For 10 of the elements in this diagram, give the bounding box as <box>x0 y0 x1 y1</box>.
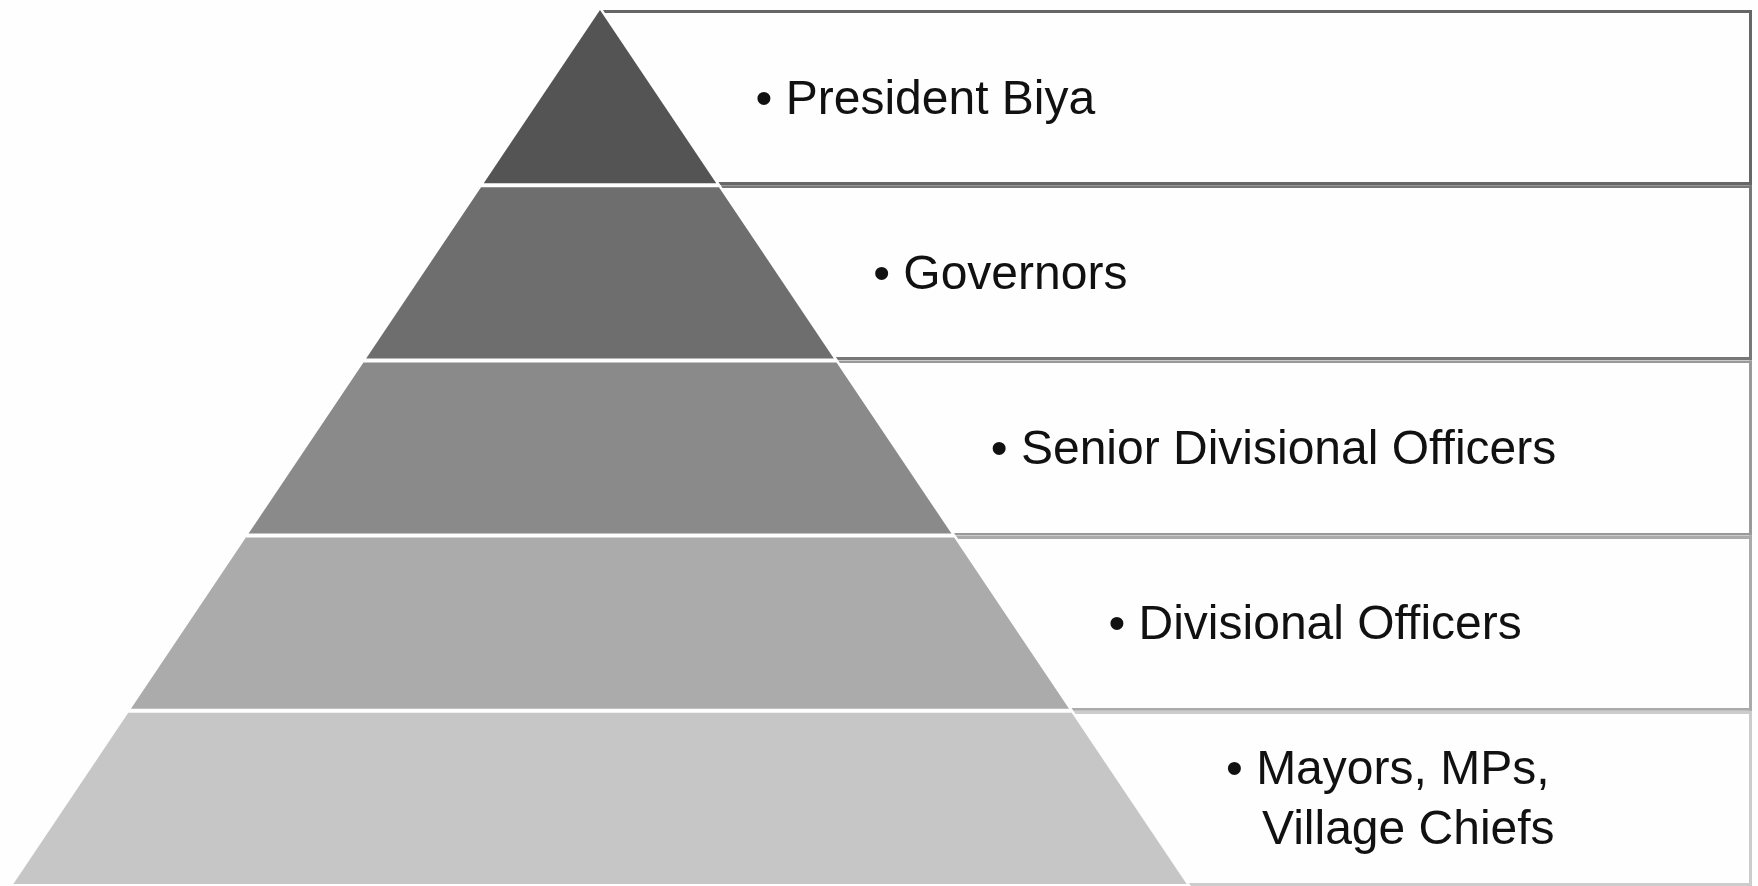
tier-label-box <box>838 360 1752 536</box>
tier-label-box <box>603 10 1752 186</box>
tier-label: • Divisional Officers <box>1108 595 1522 652</box>
tier-label-box <box>1073 710 1752 886</box>
tier-label: • Senior Divisional Officers <box>990 420 1557 476</box>
tier-label: • Mayors, MPs, Village Chiefs <box>1226 740 1556 857</box>
tier-label-box <box>720 185 1752 361</box>
tier-label: • Governors <box>873 244 1129 301</box>
tier-label: • President Biya <box>755 69 1096 126</box>
tier-label-box <box>955 535 1752 711</box>
